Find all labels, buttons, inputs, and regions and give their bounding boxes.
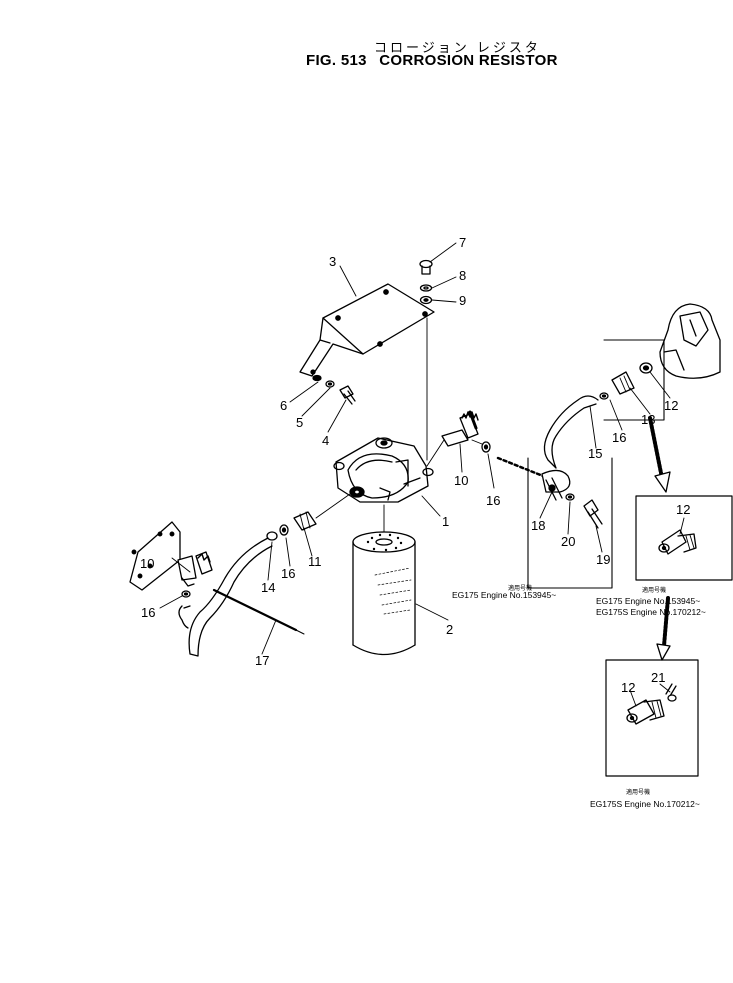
callout-12-box3: 12 [621,680,635,695]
left-connector-fitting [266,493,351,541]
callout-15: 15 [588,446,602,461]
callout-11: 11 [308,554,322,569]
valve-detail-box-top [603,339,665,421]
elbow-fitting-right [426,410,491,467]
arrow-to-detail-2 [648,416,671,493]
callout-7: 7 [459,235,466,250]
callout-21: 21 [651,670,665,685]
callout-12-box2: 12 [676,502,690,517]
callout-12-top: 12 [664,398,678,413]
callout-19: 19 [596,552,610,567]
applicability-notes: 適用号機 EG175 Engine No.153945~ 適用号機 EG175 … [452,584,706,809]
callout-5: 5 [296,415,303,430]
detail-box-2 [635,495,733,581]
bolt-washer-stack [419,259,433,305]
note-3-jp: 適用号機 [626,788,650,796]
figure-title: FIG. 513 CORROSION RESISTOR [306,52,566,69]
callout-4: 4 [322,433,329,448]
figure-name: CORROSION RESISTOR [379,52,558,69]
callout-16-far-right: 16 [612,430,626,445]
left-hose-part [178,537,305,657]
leader-lines [159,242,685,707]
note-2-line-1: EG175 Engine No.153945~ [596,596,700,606]
callout-6: 6 [280,398,287,413]
title-japanese: コロージョン レジスタ [374,41,541,56]
detail-box-3 [605,659,699,777]
callout-16-left-plate: 16 [141,605,155,620]
callout-10-left: 10 [140,556,154,571]
callout-10-right: 10 [454,473,468,488]
left-mounting-plate [129,521,213,598]
filter-head-part [333,437,434,503]
callout-1: 1 [442,514,449,529]
callout-17: 17 [255,653,269,668]
callout-20: 20 [561,534,575,549]
callout-9: 9 [459,293,466,308]
engine-block-bracket [659,303,721,379]
note-1-line-1: EG175 Engine No.153945~ [452,590,556,600]
figure-number: FIG. 513 [306,52,367,69]
callout-14: 14 [261,580,275,595]
callout-3: 3 [329,254,336,269]
callout-8: 8 [459,268,466,283]
arrow-to-detail-3 [656,596,671,661]
note-2-line-2: EG175S Engine No.170212~ [596,607,706,617]
right-hose-part [496,392,609,480]
callout-16-hose: 16 [281,566,295,581]
clamp-detail-inset [527,457,613,589]
callout-labels: 1 2 3 4 5 6 7 8 9 10 10 11 12 12 12 13 1… [140,235,690,695]
note-1-jp: 適用号機 [508,584,532,592]
filter-cartridge-part [352,504,416,656]
bracket-plate-part [299,283,435,461]
callout-16-right: 16 [486,493,500,508]
callout-13: 13 [641,412,655,427]
note-3-line-1: EG175S Engine No.170212~ [590,799,700,809]
callout-2: 2 [446,622,453,637]
bracket-fasteners [312,374,356,405]
callout-18: 18 [531,518,545,533]
note-2-jp: 適用号機 [642,586,666,594]
